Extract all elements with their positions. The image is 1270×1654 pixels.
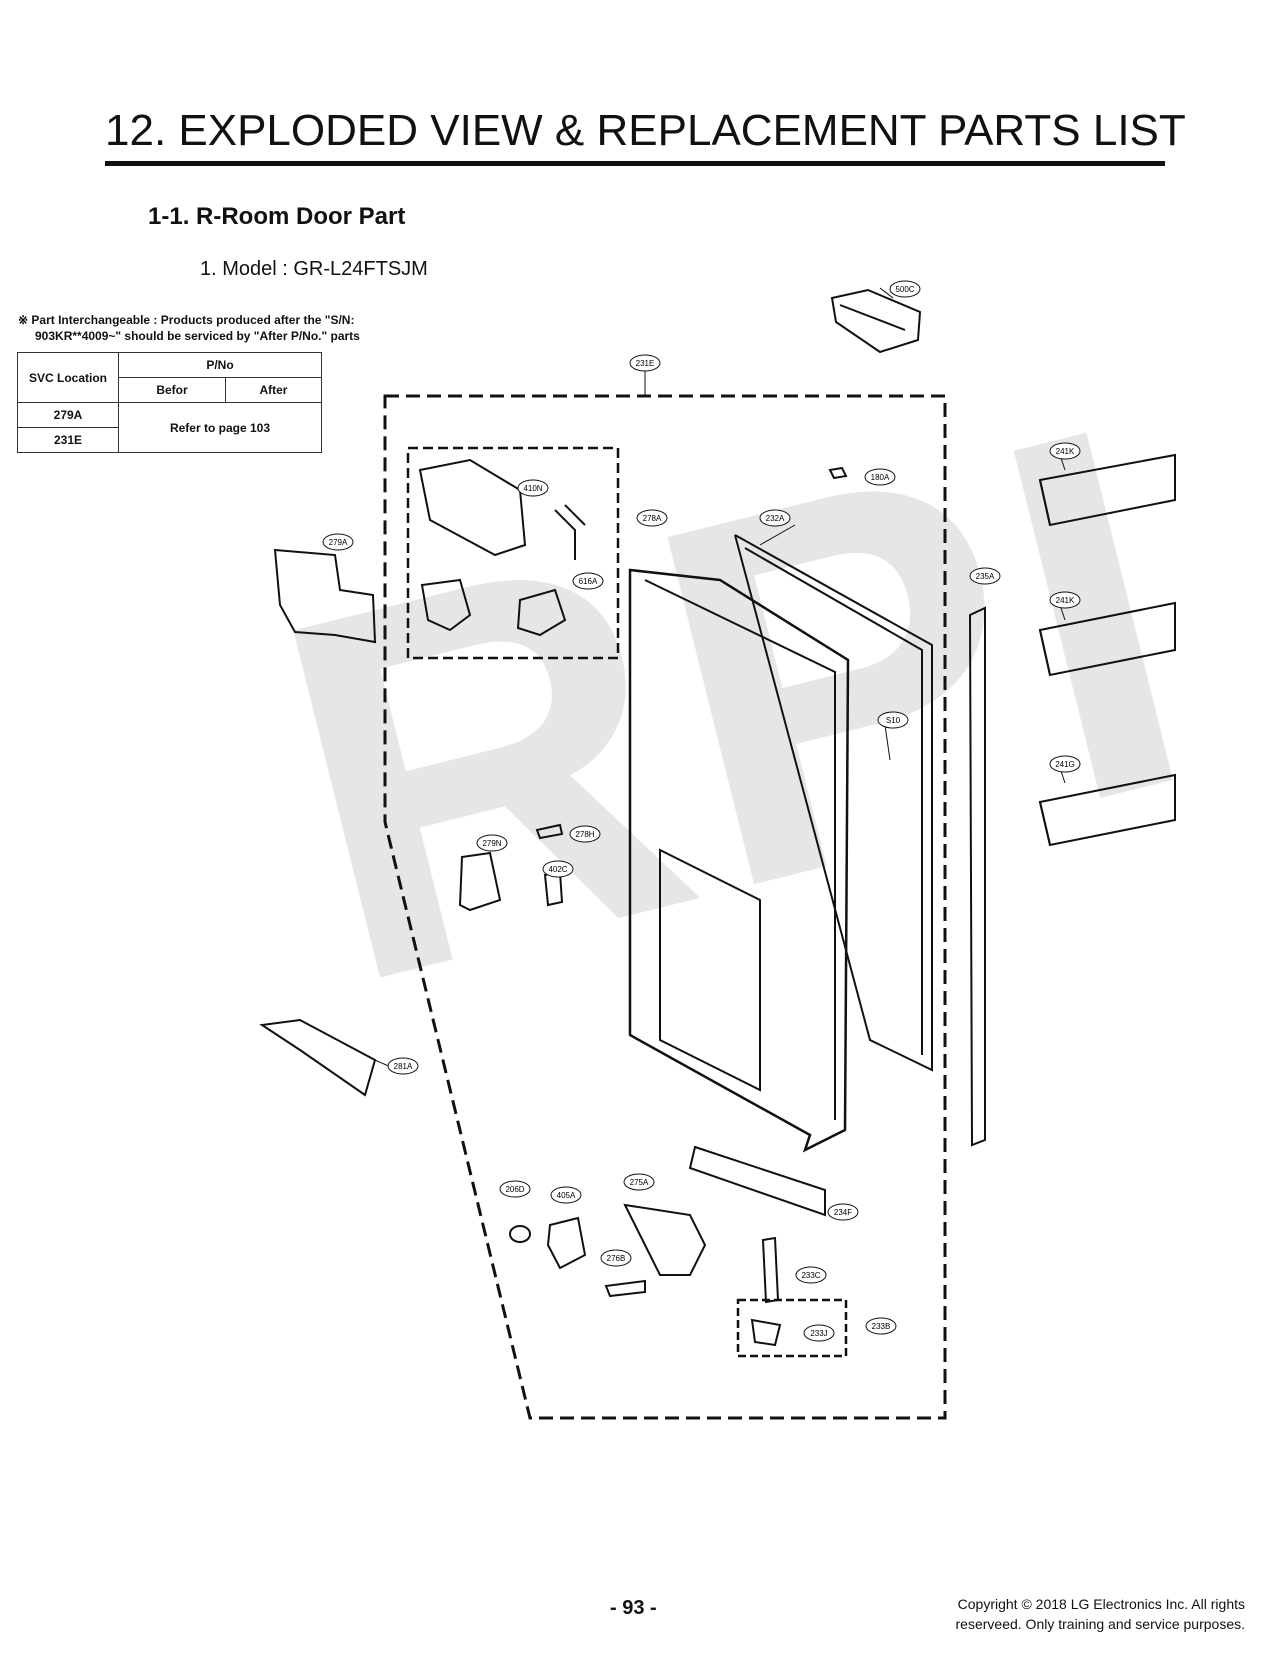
part-callout: 231E	[629, 354, 661, 372]
callout-label: 232A	[766, 514, 785, 523]
callout-bubble	[1049, 591, 1081, 609]
part-callout: 180A	[864, 468, 896, 486]
callout-label: 616A	[579, 577, 598, 586]
page-title: 12. EXPLODED VIEW & REPLACEMENT PARTS LI…	[105, 105, 1186, 166]
callout-label: 233C	[801, 1271, 820, 1280]
callout-label: 275A	[630, 1178, 649, 1187]
svc-row-location: 231E	[17, 427, 119, 453]
part-callout: 616A	[572, 572, 604, 590]
part-callout: 405A	[550, 1186, 582, 1204]
callout-bubble	[517, 479, 549, 497]
callout-bubble	[476, 834, 508, 852]
callout-label: 278H	[575, 830, 594, 839]
callout-bubble	[629, 354, 661, 372]
callout-bubble	[969, 567, 1001, 585]
model-line: 1. Model : GR-L24FTSJM	[200, 258, 428, 280]
part-callout: 278H	[569, 825, 601, 843]
part-callout: 241G	[1049, 755, 1081, 773]
callout-bubble	[387, 1057, 419, 1075]
svc-location-header: SVC Location	[17, 352, 119, 403]
callout-label: 234F	[834, 1208, 852, 1217]
callout-label: 233B	[872, 1322, 891, 1331]
callout-bubble	[636, 509, 668, 527]
part-callout: 233J	[803, 1324, 835, 1342]
svc-row-location: 279A	[17, 402, 119, 428]
note-line-1: ※ Part Interchangeable : Products produc…	[18, 313, 355, 327]
part-callout: 278A	[636, 509, 668, 527]
part-callout: 279N	[476, 834, 508, 852]
callout-label: 410N	[523, 484, 542, 493]
copyright: Copyright © 2018 LG Electronics Inc. All…	[895, 1594, 1245, 1634]
callout-bubble	[803, 1324, 835, 1342]
callout-bubble	[600, 1249, 632, 1267]
callout-bubble	[827, 1203, 859, 1221]
callout-label: 405A	[557, 1191, 576, 1200]
part-callout: 241K	[1049, 591, 1081, 609]
callout-bubble	[759, 509, 791, 527]
part-callout: 233C	[795, 1266, 827, 1284]
part-callout: 233B	[865, 1317, 897, 1335]
callout-bubble	[322, 533, 354, 551]
callout-label: S10	[886, 716, 901, 725]
callout-label: 241K	[1056, 596, 1075, 605]
callout-label: 235A	[976, 572, 995, 581]
callout-label: 402C	[548, 865, 567, 874]
part-callout: 410N	[517, 479, 549, 497]
callout-bubble	[623, 1173, 655, 1191]
refer-page-note: Refer to page 103	[118, 402, 322, 453]
part-callout: 234F	[827, 1203, 859, 1221]
callout-bubble	[550, 1186, 582, 1204]
callout-label: 241K	[1056, 447, 1075, 456]
callout-label: 278A	[643, 514, 662, 523]
callout-label: 279A	[329, 538, 348, 547]
callout-bubble	[889, 280, 921, 298]
part-callout: 276B	[600, 1249, 632, 1267]
part-callout: 500C	[889, 280, 921, 298]
callout-bubble	[542, 860, 574, 878]
part-callout: 206D	[499, 1180, 531, 1198]
parts-drawing	[259, 287, 1176, 1420]
part-callouts: 500C 231E 180A 241K 241K 241G 410N 278A 616A 232A…	[322, 280, 1081, 1342]
note-line-2: 903KR**4009~" should be serviced by "Aft…	[35, 329, 360, 343]
before-header: Befor	[118, 377, 226, 403]
interchange-note: ※ Part Interchangeable : Products produc…	[18, 312, 360, 344]
callout-bubble	[877, 711, 909, 729]
callout-bubble	[1049, 755, 1081, 773]
callout-bubble	[499, 1180, 531, 1198]
callout-bubble	[1049, 442, 1081, 460]
page-number: - 93 -	[610, 1597, 657, 1619]
part-callout: 235A	[969, 567, 1001, 585]
callout-label: 279N	[482, 839, 501, 848]
callout-label: 233J	[810, 1329, 827, 1338]
part-callout: 402C	[542, 860, 574, 878]
copyright-line-1: Copyright © 2018 LG Electronics Inc. All…	[957, 1596, 1245, 1612]
callout-bubble	[569, 825, 601, 843]
part-callout: 241K	[1049, 442, 1081, 460]
callout-label: 206D	[505, 1185, 524, 1194]
callout-label: 241G	[1055, 760, 1075, 769]
part-callout: 279A	[322, 533, 354, 551]
callout-bubble	[572, 572, 604, 590]
copyright-line-2: reserveed. Only training and service pur…	[955, 1616, 1245, 1632]
callout-label: 500C	[895, 285, 914, 294]
callout-label: 180A	[871, 473, 890, 482]
part-callout: 275A	[623, 1173, 655, 1191]
part-callout: 281A	[387, 1057, 419, 1075]
part-callout: 232A	[759, 509, 791, 527]
callout-label: 276B	[607, 1254, 626, 1263]
callout-label: 281A	[394, 1062, 413, 1071]
svc-table: SVC Location P/No Befor After 279A Refer…	[17, 352, 323, 453]
callout-bubble	[795, 1266, 827, 1284]
part-callout: S10	[877, 711, 909, 729]
section-title: 1-1. R-Room Door Part	[148, 203, 406, 230]
callout-label: 231E	[636, 359, 655, 368]
callout-bubble	[864, 468, 896, 486]
callout-bubble	[865, 1317, 897, 1335]
